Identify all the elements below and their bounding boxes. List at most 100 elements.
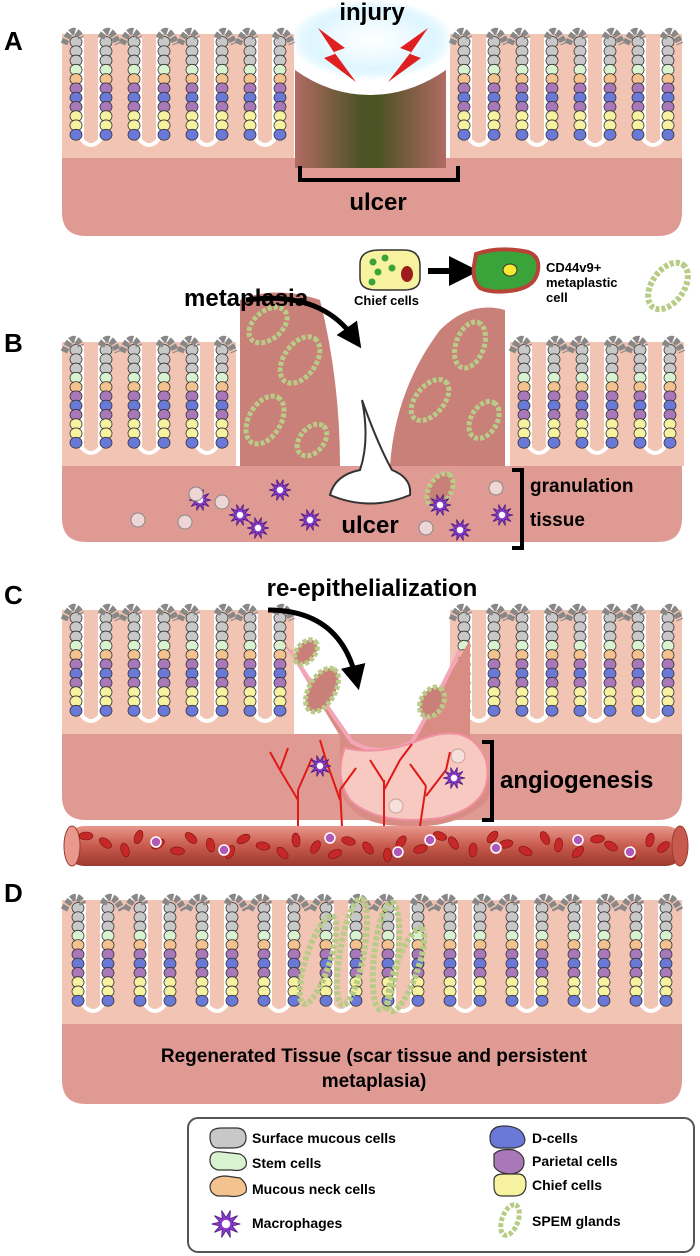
metaplastic-label-line2: metaplastic [546,275,618,290]
red-blood-cell [468,842,478,858]
epithelial-cell [157,436,171,449]
surface-mucous-layer [99,893,126,912]
surface-mucous-layer [409,893,436,912]
epithelial-cell [487,128,501,141]
epithelial-cell [243,704,257,717]
reepithelialization-arrow [267,607,366,691]
red-blood-cells [78,830,670,863]
red-blood-cell [539,831,551,845]
epithelial-cell [631,704,645,717]
regenerated-label-line2: metaplasia) [322,1071,427,1092]
granulocyte-cell [450,748,466,764]
chief-cells-example-label: Chief cells [354,293,419,308]
epithelial-cell [411,994,425,1007]
ulcer-crater-a [295,70,446,168]
surface-mucous-layer [246,893,273,912]
epithelial-cell [545,704,559,717]
epithelial-cell [487,704,501,717]
blood-vessel-tube [63,825,689,867]
epithelial-cell [273,704,287,717]
red-blood-cell [184,832,198,844]
parietal-cell-icon [493,1148,525,1175]
vessel-sprout [319,739,357,827]
epithelial-cell [99,128,113,141]
leukocyte-cell [218,844,230,856]
epithelial-cell [535,994,549,1007]
spem-gland-example-icon [645,259,691,313]
surface-mucous-layer [506,27,531,46]
red-blood-cell [255,841,271,851]
surface-mucous-layer [624,335,649,354]
surface-mucous-layer [595,893,622,912]
macrophage-cell [246,517,270,539]
legend-item-d-cells: D-cells [489,1125,578,1149]
epithelial-cell [661,704,675,717]
gastric-gland [618,893,684,1013]
gastric-gland [176,603,238,723]
ulcer-crater-b [328,399,412,505]
legend-item-parietal-cells: Parietal cells [493,1148,618,1175]
gastric-gland [60,603,122,723]
epithelial-cell [547,436,561,449]
epithelial-cell [127,128,141,141]
epithelial-cell [517,436,531,449]
macrophage-cell [211,1210,241,1238]
surface-mucous-layer [285,893,312,912]
gastric-gland [60,335,122,455]
granulocyte-cell [214,494,230,510]
red-blood-cell [486,830,499,844]
red-blood-cell [236,833,251,845]
panel-b-glands-right [508,335,686,466]
surface-mucous-layer [176,27,201,46]
red-blood-cell [645,832,655,848]
lamina-propria [62,610,294,734]
surface-mucous-layer [176,603,201,622]
leukocyte-cell [572,834,584,846]
spem-gland [243,393,287,447]
panel-b: B ulcer metaplasia [4,247,691,550]
surface-mucous-layer [60,27,85,46]
macrophage-cell [448,519,472,541]
spem-gland [303,665,341,715]
gastric-gland [118,335,180,455]
surface-mucous-layer [543,27,568,46]
gastric-gland [118,27,180,147]
red-blood-cell [120,842,130,858]
gastric-gland [622,27,684,147]
surface-mucous-layer [564,27,589,46]
surface-mucous-layer [601,603,626,622]
vessel-sprout [369,743,413,826]
panel-a-glands-right [448,27,684,158]
surface-mucous-layer [659,603,684,622]
red-blood-cell [310,840,321,854]
gastric-gland [448,27,510,147]
red-blood-cell [328,849,342,859]
red-blood-cell [362,841,374,855]
lamina-propria [62,342,236,466]
red-blood-cell [170,846,185,856]
surface-mucous-layer [118,27,143,46]
surface-mucous-layer [603,335,628,354]
surface-mucous-layer [122,893,149,912]
epithelial-cell [257,994,271,1007]
surface-mucous-layer [155,335,180,354]
macrophage-cell [228,504,252,526]
epithelial-cell [127,704,141,717]
surface-mucous-layer [223,893,250,912]
panel-a: A injury ulcer [4,0,684,236]
spem-gland [296,913,340,1007]
macrophage-cell [308,755,332,777]
lamina-propria [450,610,682,734]
macrophage-cell [490,504,514,526]
legend-item-stem-cells: Stem cells [209,1151,321,1172]
lamina-propria [510,342,684,466]
surface-mucous-layer [566,335,591,354]
epithelial-cell [567,994,581,1007]
d-cell-icon [489,1125,526,1149]
surface-mucous-layer [622,27,647,46]
surface-mucous-layer [622,603,647,622]
spem-gland [466,399,502,441]
red-blood-cell [206,837,215,853]
surface-mucous-layer [471,893,498,912]
macrophage-cell [428,494,452,516]
